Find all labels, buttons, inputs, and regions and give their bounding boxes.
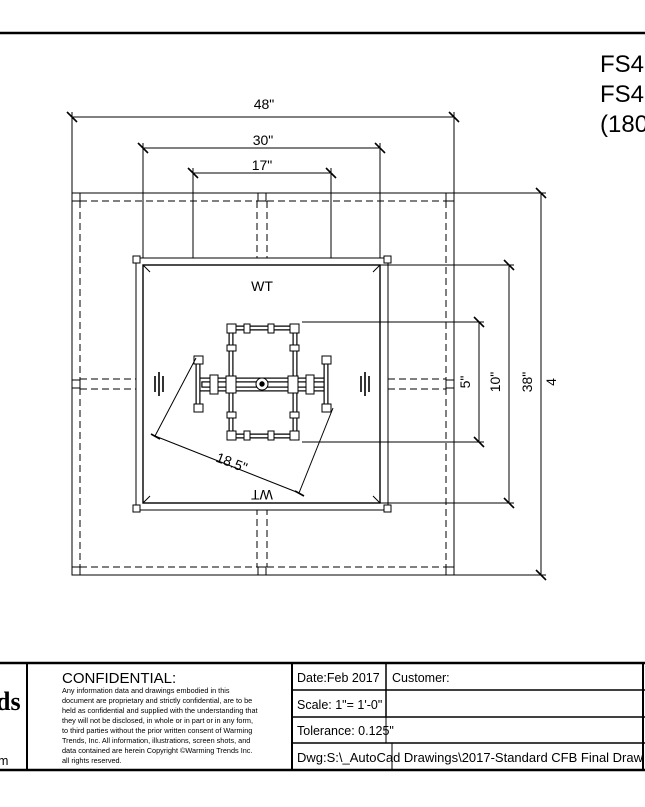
dim-outer-width: 48" bbox=[254, 96, 275, 112]
confidential-line: to third parties without the prior writt… bbox=[62, 726, 252, 735]
dwg-path-cell: Dwg:S:\_AutoCad Drawings\2017-Standard C… bbox=[297, 751, 644, 765]
vent-right-icon bbox=[360, 372, 370, 396]
label-wt-top: WT bbox=[251, 278, 273, 294]
confidential-title: CONFIDENTIAL: bbox=[62, 670, 176, 687]
date-cell: Date:Feb 2017 bbox=[297, 671, 380, 685]
dim-right-outer-a: 38" bbox=[519, 372, 535, 393]
confidential-line: data contained are herein Copyright ©War… bbox=[62, 746, 252, 755]
company-logo: ds bbox=[0, 687, 21, 716]
confidential-line: all rights reserved. bbox=[62, 756, 122, 765]
right-dimensions bbox=[300, 187, 547, 581]
tolerance-cell: Tolerance: 0.125" bbox=[297, 724, 394, 738]
diagonal-dimension bbox=[150, 357, 334, 497]
dim-inner-width: 17" bbox=[252, 157, 273, 173]
label-wt-bottom: WT bbox=[251, 487, 273, 503]
dim-right-middle: 10" bbox=[487, 372, 503, 393]
dim-right-outer-b: 4 bbox=[543, 378, 559, 386]
logo-tail: m bbox=[0, 754, 8, 768]
confidential-line: they will not be disclosed, in whole or … bbox=[62, 716, 253, 725]
vent-left-icon bbox=[154, 372, 164, 396]
dim-middle-width: 30" bbox=[253, 132, 274, 148]
outer-table bbox=[71, 192, 455, 576]
confidential-line: Any information data and drawings embodi… bbox=[62, 686, 230, 695]
confidential-line: document are proprietary and strictly co… bbox=[62, 696, 252, 705]
model-line-2: FS48 bbox=[600, 81, 645, 108]
dim-right-inner: 5" bbox=[457, 376, 473, 389]
model-line-3: (180 bbox=[600, 111, 645, 138]
title-block bbox=[0, 661, 645, 772]
model-line-1: FS48 bbox=[600, 51, 645, 78]
confidential-line: Trends, Inc. All information, illustrati… bbox=[62, 736, 250, 745]
confidential-line: held as confidential and supplied with t… bbox=[62, 706, 258, 715]
burner-assembly bbox=[193, 323, 332, 441]
customer-cell: Customer: bbox=[392, 671, 450, 685]
scale-cell: Scale: 1"= 1'-0" bbox=[297, 698, 382, 712]
